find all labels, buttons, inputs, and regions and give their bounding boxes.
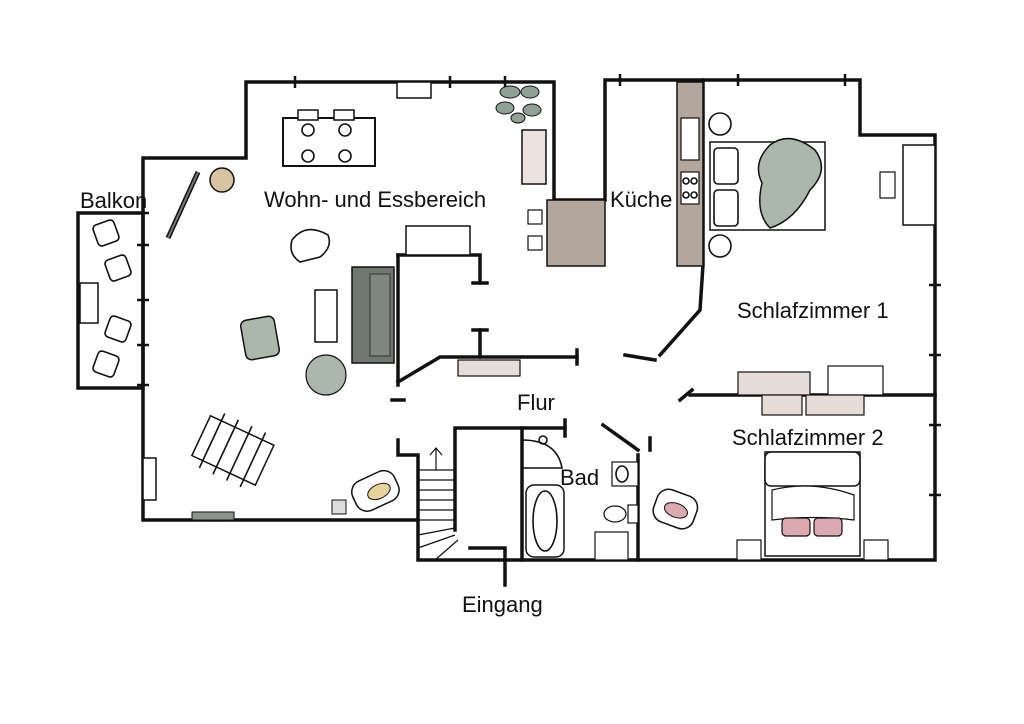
balcony-table	[79, 282, 99, 324]
label-balkon: Balkon	[80, 188, 147, 213]
headboard	[764, 451, 861, 487]
armchair	[290, 228, 331, 263]
pillow	[713, 147, 739, 185]
tv-console	[405, 225, 471, 256]
stool	[527, 235, 543, 251]
window-sill	[396, 81, 432, 99]
label-flur: Flur	[517, 390, 555, 415]
sink-icon	[680, 117, 700, 161]
label-bad: Bad	[560, 465, 599, 490]
sideboard	[521, 129, 547, 185]
bathroom-cabinet	[594, 531, 629, 561]
stove-icon	[680, 171, 700, 205]
wall-cabinet	[142, 457, 157, 501]
cube	[331, 499, 347, 515]
desk	[902, 144, 936, 226]
shower	[521, 439, 563, 469]
wardrobe	[827, 365, 884, 396]
bathtub	[525, 484, 565, 558]
label-schlafzimmer-2: Schlafzimmer 2	[732, 425, 884, 450]
pillow	[813, 517, 843, 537]
blanket	[757, 137, 823, 229]
foosball-table	[190, 413, 275, 488]
balcony-chairs	[92, 219, 132, 378]
nightstand-lamp	[708, 112, 732, 136]
wardrobe	[737, 371, 811, 396]
lounge-cushion	[457, 359, 521, 377]
duvet	[771, 485, 855, 521]
wardrobe	[761, 394, 803, 416]
pillow	[713, 189, 739, 227]
radiator	[191, 511, 235, 521]
toilet-icon	[603, 504, 639, 524]
label-kueche: Küche	[610, 187, 672, 212]
nightstand	[863, 539, 889, 561]
label-eingang: Eingang	[462, 592, 543, 617]
kitchen-counter	[546, 199, 606, 267]
chair	[652, 488, 699, 530]
window-marks	[137, 74, 941, 497]
dining-table	[282, 109, 376, 167]
plant-icon	[495, 85, 542, 124]
stool	[527, 209, 543, 225]
coffee-table	[314, 289, 338, 343]
side-table	[209, 167, 235, 193]
staircase	[417, 447, 459, 561]
wardrobe	[805, 394, 865, 416]
round-rug	[305, 354, 347, 396]
label-schlafzimmer-1: Schlafzimmer 1	[737, 298, 889, 323]
desk-item	[879, 171, 896, 199]
nightstand-lamp	[708, 234, 732, 258]
label-wohn-essbereich: Wohn- und Essbereich	[264, 187, 486, 212]
pillow	[781, 517, 811, 537]
nightstand	[736, 539, 762, 561]
bean-bag	[239, 315, 281, 361]
lounge-chair	[351, 469, 400, 512]
